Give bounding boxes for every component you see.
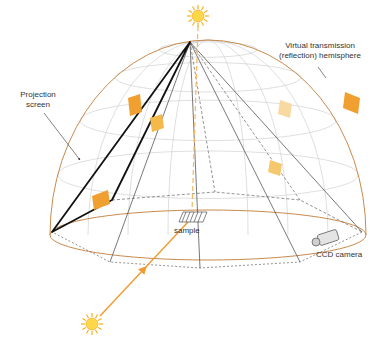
sun-ray bbox=[98, 319, 101, 321]
sun-ray bbox=[91, 313, 92, 317]
projected-patch bbox=[278, 100, 292, 118]
dome-parallel bbox=[80, 100, 336, 140]
dome-parallel bbox=[58, 151, 359, 199]
leader-line bbox=[44, 67, 326, 160]
sample-plate bbox=[179, 212, 207, 222]
sample-label: sample bbox=[174, 226, 200, 236]
incident-ray bbox=[100, 222, 188, 316]
projected-patch bbox=[268, 160, 282, 176]
sun-ray bbox=[197, 23, 198, 27]
sun-ray bbox=[87, 314, 89, 317]
sun-ray bbox=[204, 20, 207, 22]
projected-patch bbox=[343, 92, 360, 114]
pyramid-back-edge bbox=[112, 42, 362, 232]
leader-line bbox=[318, 67, 326, 78]
sun-ray bbox=[187, 15, 191, 16]
projection-screen-outline bbox=[52, 42, 190, 232]
dome-meridian bbox=[128, 40, 288, 235]
sun-ray bbox=[82, 328, 85, 330]
sample-hatch bbox=[182, 212, 202, 222]
sun-ray bbox=[202, 22, 204, 25]
camera-label: CCD camera bbox=[316, 250, 362, 260]
dome-base bbox=[50, 210, 366, 260]
sun-ray bbox=[96, 314, 98, 317]
screen-label: Projection screen bbox=[16, 90, 60, 109]
hemisphere-label: Virtual transmission (reflection) hemisp… bbox=[274, 41, 366, 60]
leader-line bbox=[44, 113, 80, 160]
camera-body bbox=[317, 229, 339, 246]
sun-disc bbox=[192, 10, 204, 22]
sun-ray bbox=[202, 6, 204, 9]
sun-ray bbox=[193, 6, 195, 9]
sun-ray bbox=[193, 22, 195, 25]
camera-lens bbox=[312, 238, 320, 246]
sun-ray bbox=[91, 331, 92, 335]
sun-ray bbox=[205, 15, 209, 16]
sun-ray bbox=[99, 323, 103, 324]
sun-ray bbox=[87, 330, 89, 333]
sun-disc bbox=[86, 318, 98, 330]
sun-ray bbox=[96, 330, 98, 333]
sun-ray bbox=[81, 323, 85, 324]
reflected-ray bbox=[192, 26, 198, 212]
sun-ray bbox=[188, 11, 191, 13]
dome-arc bbox=[50, 40, 366, 235]
projected-patch bbox=[92, 92, 360, 210]
sun-ray bbox=[82, 319, 85, 321]
pyramid-frame bbox=[52, 42, 362, 268]
sun-ray bbox=[188, 20, 191, 22]
sun-icon bbox=[81, 313, 103, 335]
pyramid-edge bbox=[110, 42, 362, 268]
projected-patch bbox=[92, 190, 110, 210]
pyramid-base bbox=[52, 232, 362, 268]
sun-ray bbox=[98, 328, 101, 330]
sun-icon bbox=[187, 5, 209, 27]
dome-outline bbox=[50, 40, 366, 260]
sun-ray bbox=[204, 11, 207, 13]
projected-patch bbox=[128, 94, 142, 116]
ccd-camera-icon bbox=[312, 229, 339, 246]
dome-grid bbox=[58, 40, 359, 235]
sun-ray bbox=[197, 5, 198, 9]
sample-symbol bbox=[179, 212, 207, 222]
light-ray bbox=[100, 26, 198, 316]
projected-patch bbox=[150, 114, 164, 132]
